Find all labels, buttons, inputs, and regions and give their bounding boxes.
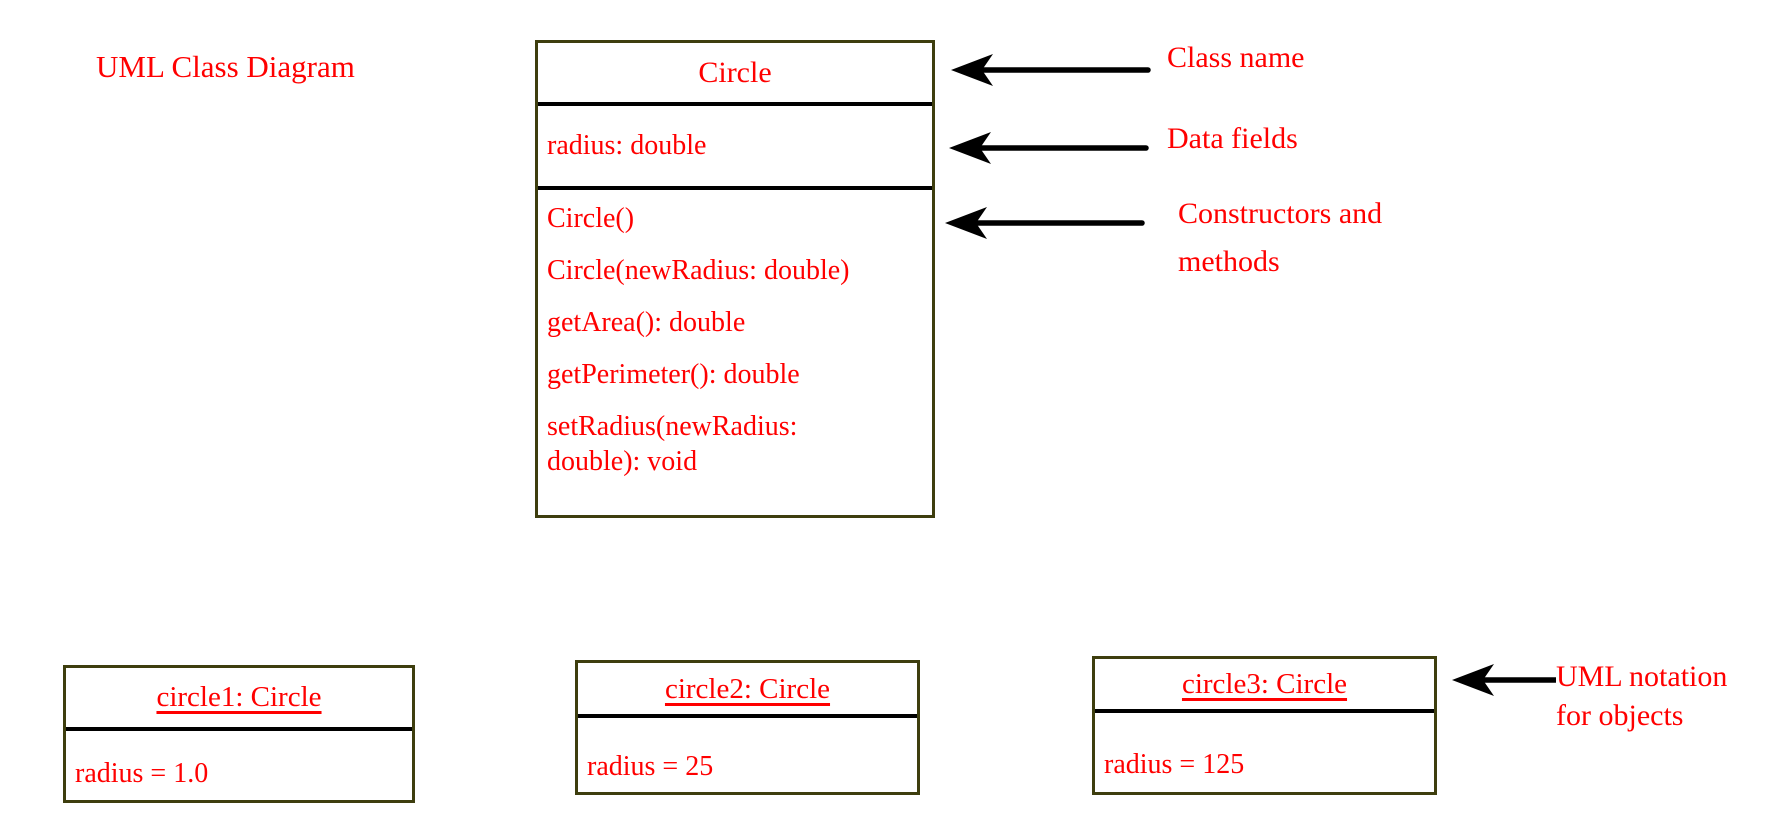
arrow-class-name-icon (951, 54, 1151, 86)
method-constructor-default: Circle() (547, 203, 635, 234)
object-title-text: circle1: Circle (156, 681, 322, 713)
object-title: circle1: Circle (66, 668, 412, 731)
label-constructors-methods-line2: methods (1178, 245, 1280, 278)
method-get-area: getArea(): double (547, 307, 746, 338)
method-get-perimeter: getPerimeter(): double (547, 359, 800, 390)
label-uml-notation-line2: for objects (1556, 699, 1684, 732)
data-fields-compartment: radius: double (538, 102, 932, 186)
method-set-radius: setRadius(newRadius: double): void (547, 411, 798, 477)
object-title: circle2: Circle (578, 663, 917, 718)
label-constructors-methods-line1: Constructors and (1178, 197, 1383, 230)
diagram-title: UML Class Diagram (96, 49, 355, 84)
methods-compartment: Circle() Circle(newRadius: double) getAr… (538, 186, 932, 515)
method-constructor-radius: Circle(newRadius: double) (547, 255, 850, 286)
class-box-circle: Circle radius: double Circle() Circle(ne… (535, 40, 935, 518)
object-title-text: circle3: Circle (1181, 668, 1348, 700)
field-radius: radius: double (547, 130, 707, 161)
class-name-compartment: Circle (698, 55, 772, 89)
label-uml-notation: UML notation for objects (1556, 657, 1727, 735)
label-constructors-methods: Constructors and methods (1178, 190, 1382, 286)
arrow-data-fields-icon (949, 132, 1149, 164)
object-title: circle3: Circle (1095, 659, 1434, 713)
object-field-value: radius = 125 (1104, 749, 1245, 780)
object-box-circle1: circle1: Circle radius = 1.0 (63, 665, 415, 803)
object-field-value: radius = 25 (587, 751, 714, 782)
arrow-uml-notation-icon (1452, 664, 1556, 696)
object-title-text: circle2: Circle (664, 673, 831, 705)
object-box-circle2: circle2: Circle radius = 25 (575, 660, 920, 795)
object-field-value: radius = 1.0 (75, 758, 209, 789)
arrow-constructors-methods-icon (945, 207, 1145, 239)
label-class-name: Class name (1167, 41, 1305, 74)
label-data-fields: Data fields (1167, 122, 1298, 155)
label-uml-notation-line1: UML notation (1556, 660, 1728, 693)
object-box-circle3: circle3: Circle radius = 125 (1092, 656, 1437, 795)
